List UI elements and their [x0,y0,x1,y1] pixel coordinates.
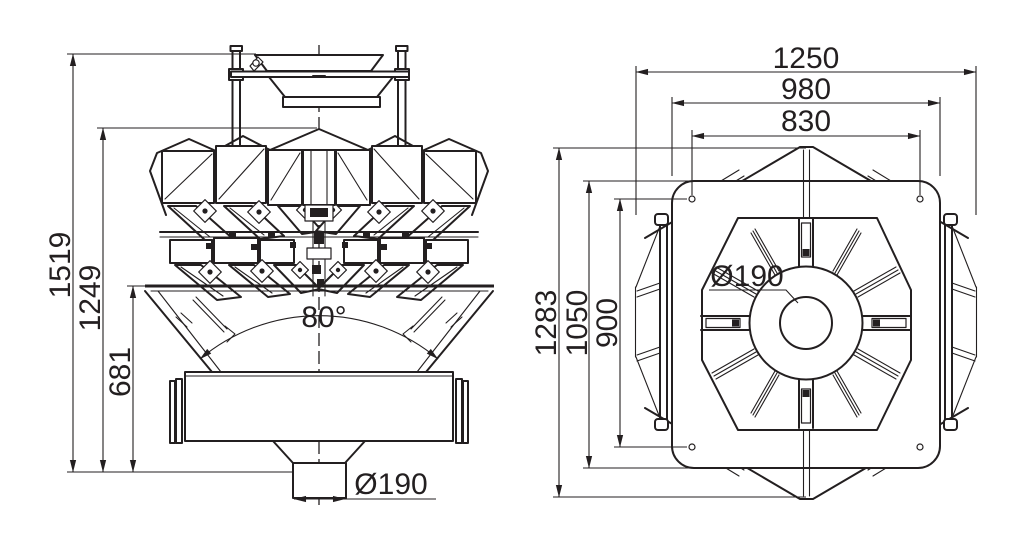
discharge-box [184,371,454,442]
support-rod [231,49,241,153]
extension-lines [67,53,317,473]
dim-label-bolt-span-width: 830 [781,105,831,138]
hopper-roofline [149,135,271,216]
dim-label-total-height: 1519 [44,232,77,299]
cone-support-arm [192,296,236,343]
front-elevation-view: 1519 1249 681 80° Ø190 [44,45,494,505]
outlet-tube [292,462,347,499]
extension-lines [553,66,977,498]
diameter-leader-line [709,289,799,304]
weigh-hopper [259,239,295,264]
mounting-hole [916,443,924,451]
weigh-hopper [213,237,259,264]
dim-label-body-top-height: 1249 [74,265,107,332]
vibration-feeder [268,76,394,98]
angle-arc-80 [199,315,439,360]
weigh-hopper [169,239,213,264]
cardinal-spoke [798,217,814,269]
dim-label-outlet-diameter: Ø190 [354,468,427,501]
dim-label-frame-width: 980 [781,73,831,106]
center-column [302,149,336,206]
center-spine-lines [802,149,811,497]
dispersion-pan [254,54,384,72]
side-bracket-right [943,213,978,431]
dim-label-center-opening-diameter: Ø190 [710,260,783,293]
front-view-dimensions: 1519 1249 681 80° Ø190 [44,53,439,503]
hopper-flap [223,205,285,240]
dim-label-frame-depth: 1050 [561,290,594,357]
center-cone-top [269,128,369,151]
dim-label-cone-rim-height: 681 [104,347,137,397]
side-bracket-left [634,213,669,431]
center-opening [779,296,833,350]
mounting-hole [916,195,924,203]
box-flange [169,380,176,444]
mounting-hole [688,443,696,451]
dim-label-bolt-span-depth: 900 [591,298,624,348]
dim-label-overall-depth: 1283 [530,290,563,357]
dim-label-overall-width: 1250 [773,42,840,75]
top-plan-view: 1250 980 830 1283 1050 900 Ø190 [530,42,978,500]
top-view-dimensions: 1250 980 830 1283 1050 900 Ø190 [530,42,977,498]
front-view-left-half [144,45,323,464]
front-view-center-parts [145,54,494,499]
box-flange [175,378,183,444]
dim-label-cone-angle: 80° [301,301,346,334]
mounting-hole [688,195,696,203]
